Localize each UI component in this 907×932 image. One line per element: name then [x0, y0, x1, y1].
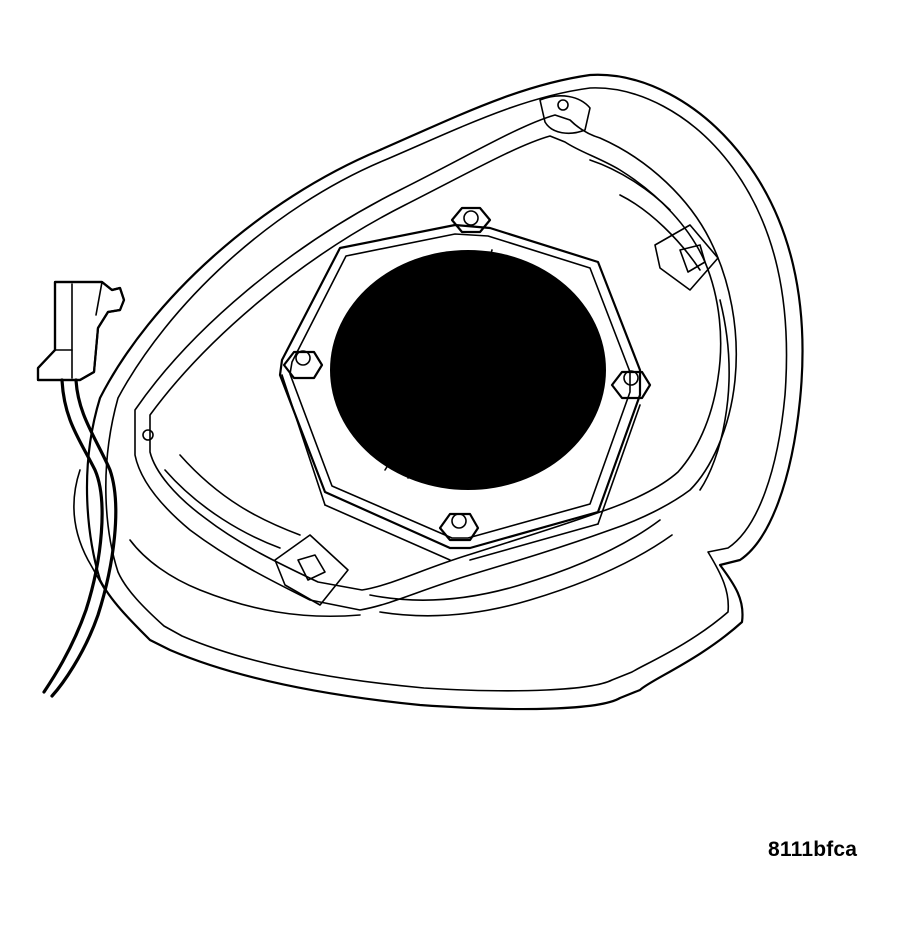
nut-bottom [438, 512, 480, 542]
figure-id-label: 8111bfca [768, 838, 858, 861]
nut-left [282, 350, 324, 380]
motor-mounting-plate [278, 223, 642, 561]
mounting-nuts [282, 206, 652, 542]
nut-top [450, 206, 492, 234]
blower-motor [330, 249, 606, 490]
wire-harness [42, 378, 118, 698]
nut-right [610, 370, 652, 400]
wire-connector [36, 280, 126, 382]
blower-housing [73, 73, 804, 711]
